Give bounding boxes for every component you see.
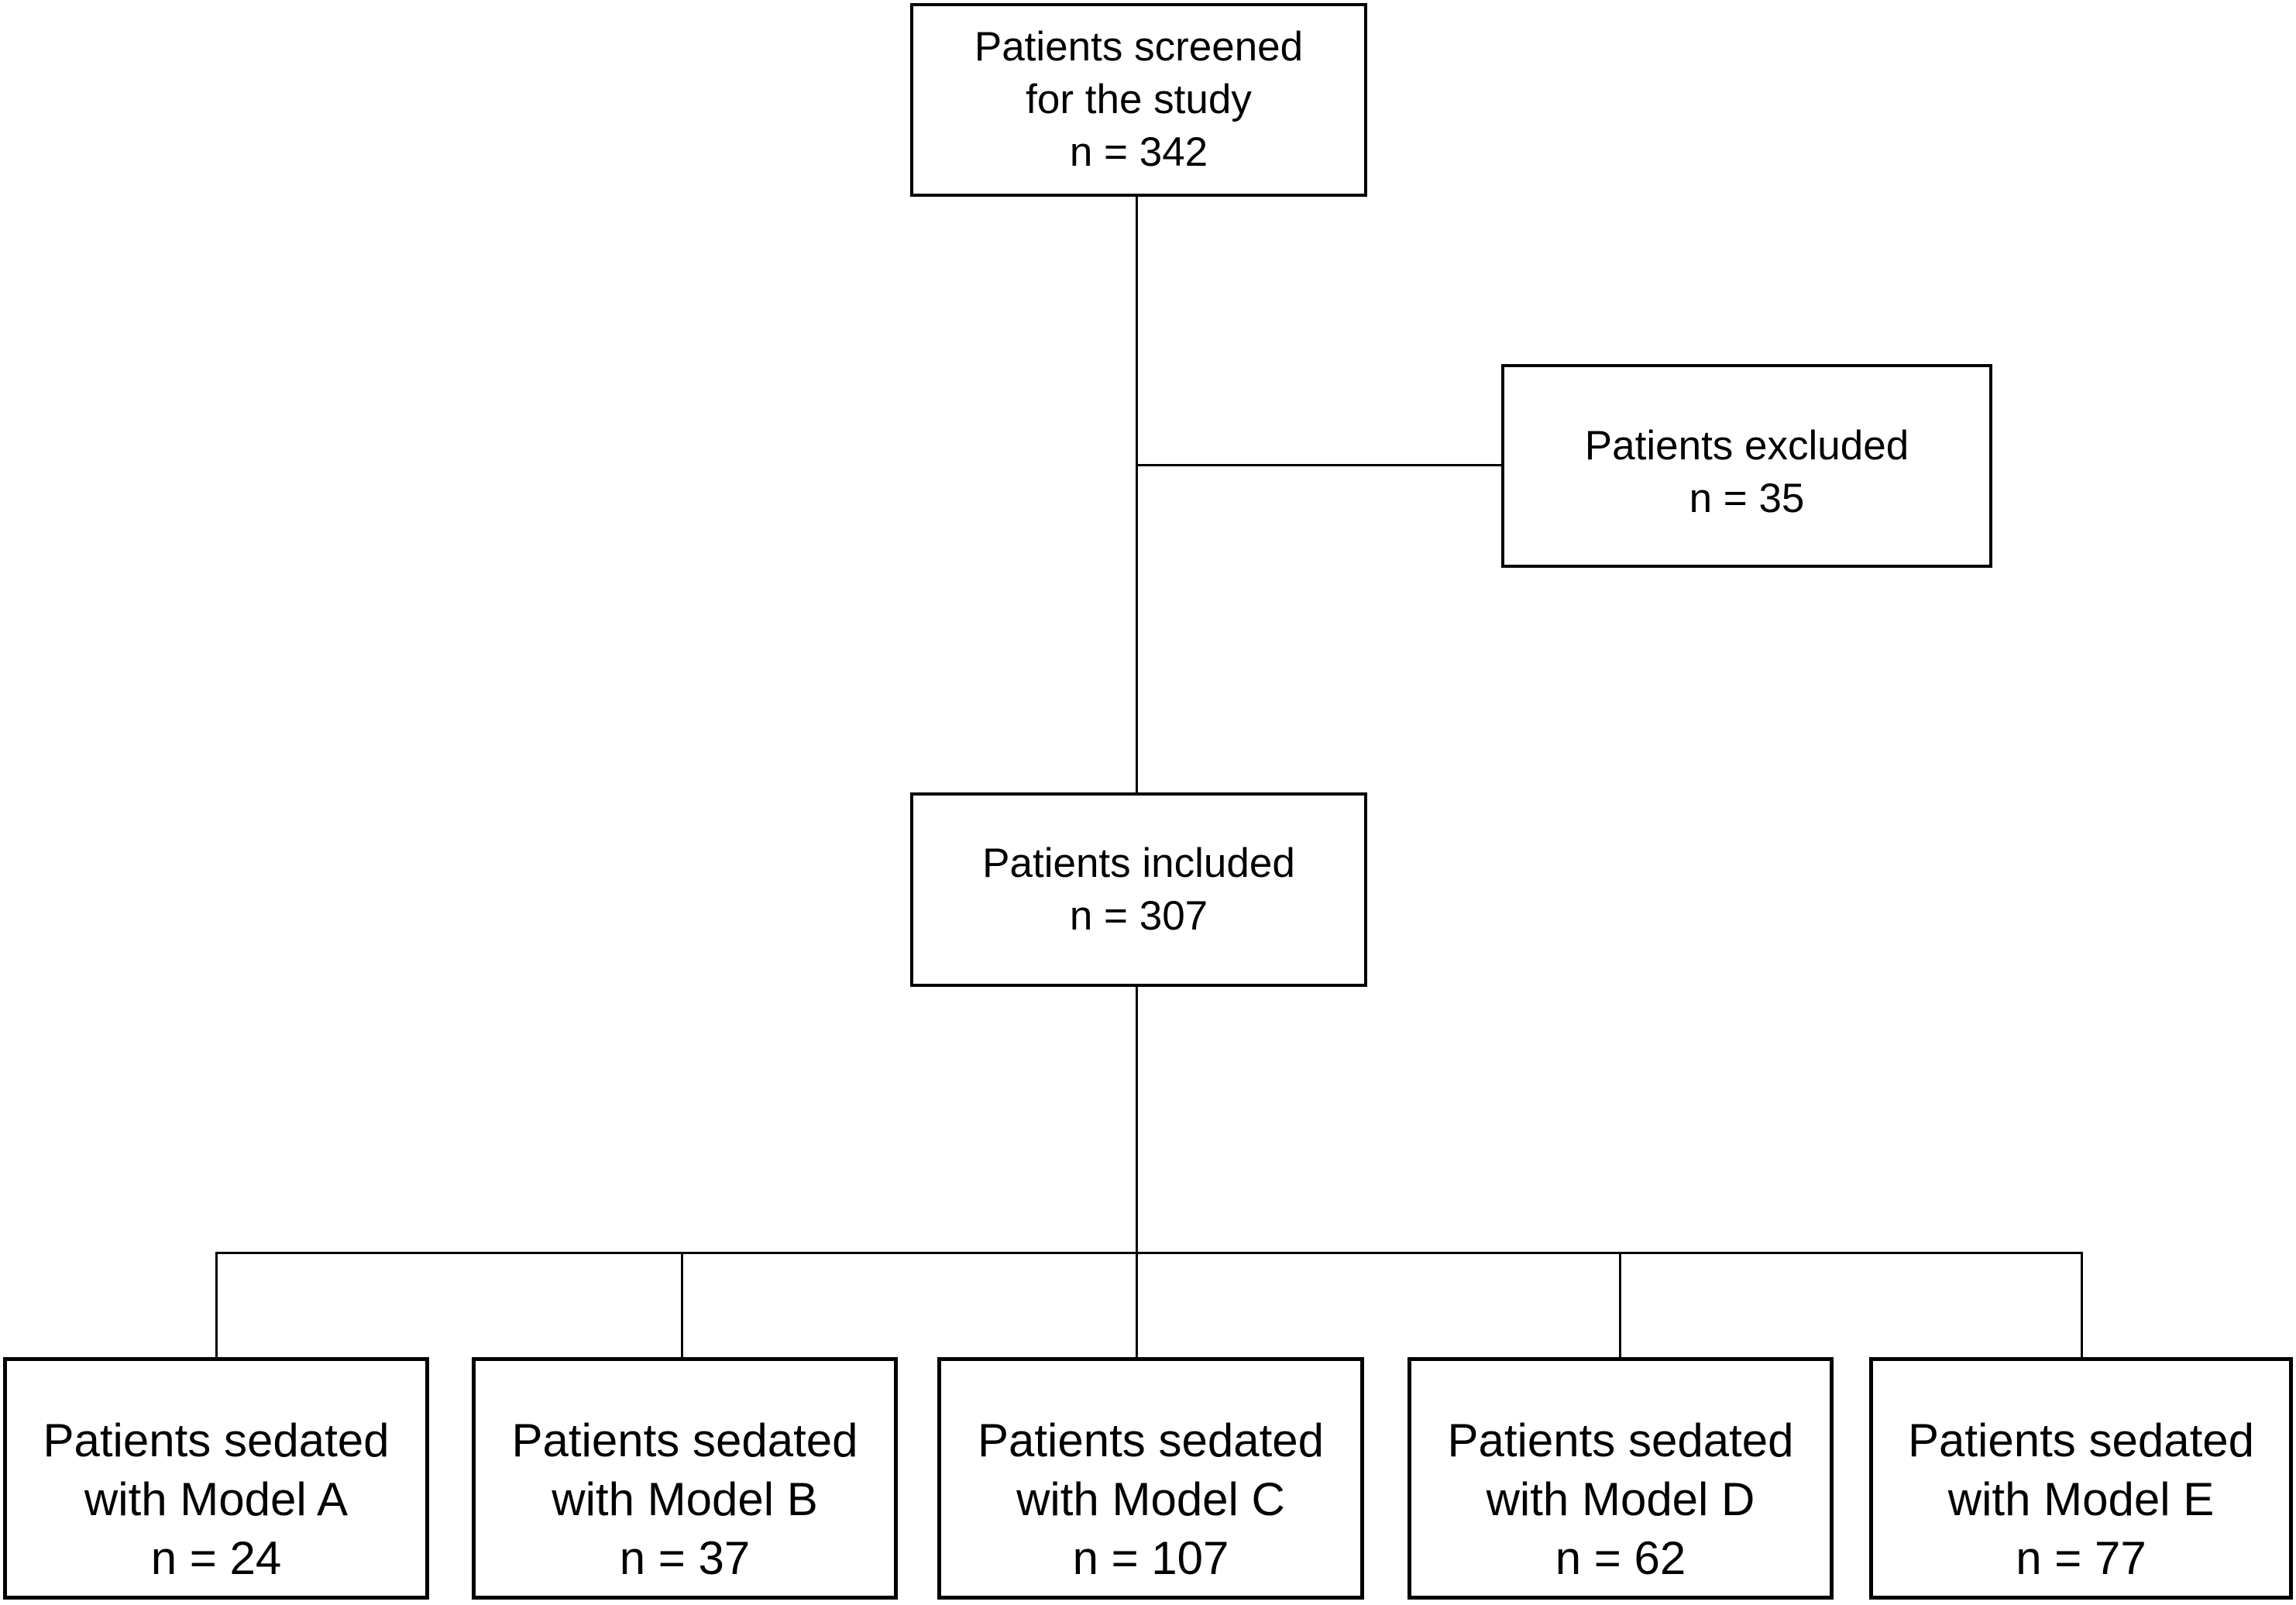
- node-text-line: with Model C: [1016, 1473, 1285, 1525]
- node-patients-included: Patients included n = 307: [910, 792, 1367, 987]
- connector-drop-model-d: [1619, 1252, 1621, 1357]
- node-sedated-model-e: Patients sedated with Model E n = 77: [1869, 1357, 2293, 1600]
- node-text-line: Patients included: [982, 840, 1295, 886]
- connector-drop-model-b: [681, 1252, 683, 1357]
- node-count: n = 77: [2016, 1532, 2146, 1584]
- node-count: n = 37: [619, 1532, 751, 1584]
- node-sedated-model-b: Patients sedated with Model B n = 37: [472, 1357, 898, 1600]
- node-count: n = 107: [1072, 1532, 1229, 1584]
- node-text-line: Patients sedated: [43, 1414, 390, 1466]
- node-count: n = 35: [1689, 475, 1805, 521]
- node-count: n = 342: [1069, 129, 1208, 175]
- node-text-line: Patients sedated: [511, 1414, 858, 1466]
- connector-to-excluded: [1136, 464, 1501, 466]
- node-count: n = 307: [1069, 892, 1208, 939]
- connector-drop-model-e: [2081, 1252, 2083, 1357]
- node-text-line: with Model E: [1947, 1473, 2215, 1525]
- node-patients-screened: Patients screened for the study n = 342: [910, 3, 1367, 197]
- node-sedated-model-a: Patients sedated with Model A n = 24: [3, 1357, 429, 1600]
- node-sedated-model-d: Patients sedated with Model D n = 62: [1408, 1357, 1834, 1600]
- connector-screened-to-included: [1136, 197, 1138, 792]
- node-text-line: Patients sedated: [1447, 1414, 1794, 1466]
- connector-drop-model-a: [215, 1252, 218, 1357]
- node-patients-excluded: Patients excluded n = 35: [1501, 364, 1992, 568]
- connector-branch-bar: [216, 1252, 2083, 1254]
- connector-included-to-branches: [1136, 987, 1138, 1357]
- node-text-line: with Model A: [84, 1473, 349, 1525]
- node-text-line: Patients excluded: [1584, 422, 1909, 469]
- node-text-line: for the study: [1026, 77, 1252, 122]
- node-text-line: Patients sedated: [978, 1414, 1324, 1466]
- node-count: n = 62: [1555, 1532, 1686, 1584]
- node-text-line: Patients screened: [974, 24, 1304, 70]
- node-text-line: Patients sedated: [1908, 1414, 2254, 1466]
- node-count: n = 24: [150, 1532, 282, 1584]
- node-text-line: with Model D: [1486, 1473, 1755, 1525]
- node-sedated-model-c: Patients sedated with Model C n = 107: [937, 1357, 1364, 1600]
- node-text-line: with Model B: [552, 1473, 818, 1525]
